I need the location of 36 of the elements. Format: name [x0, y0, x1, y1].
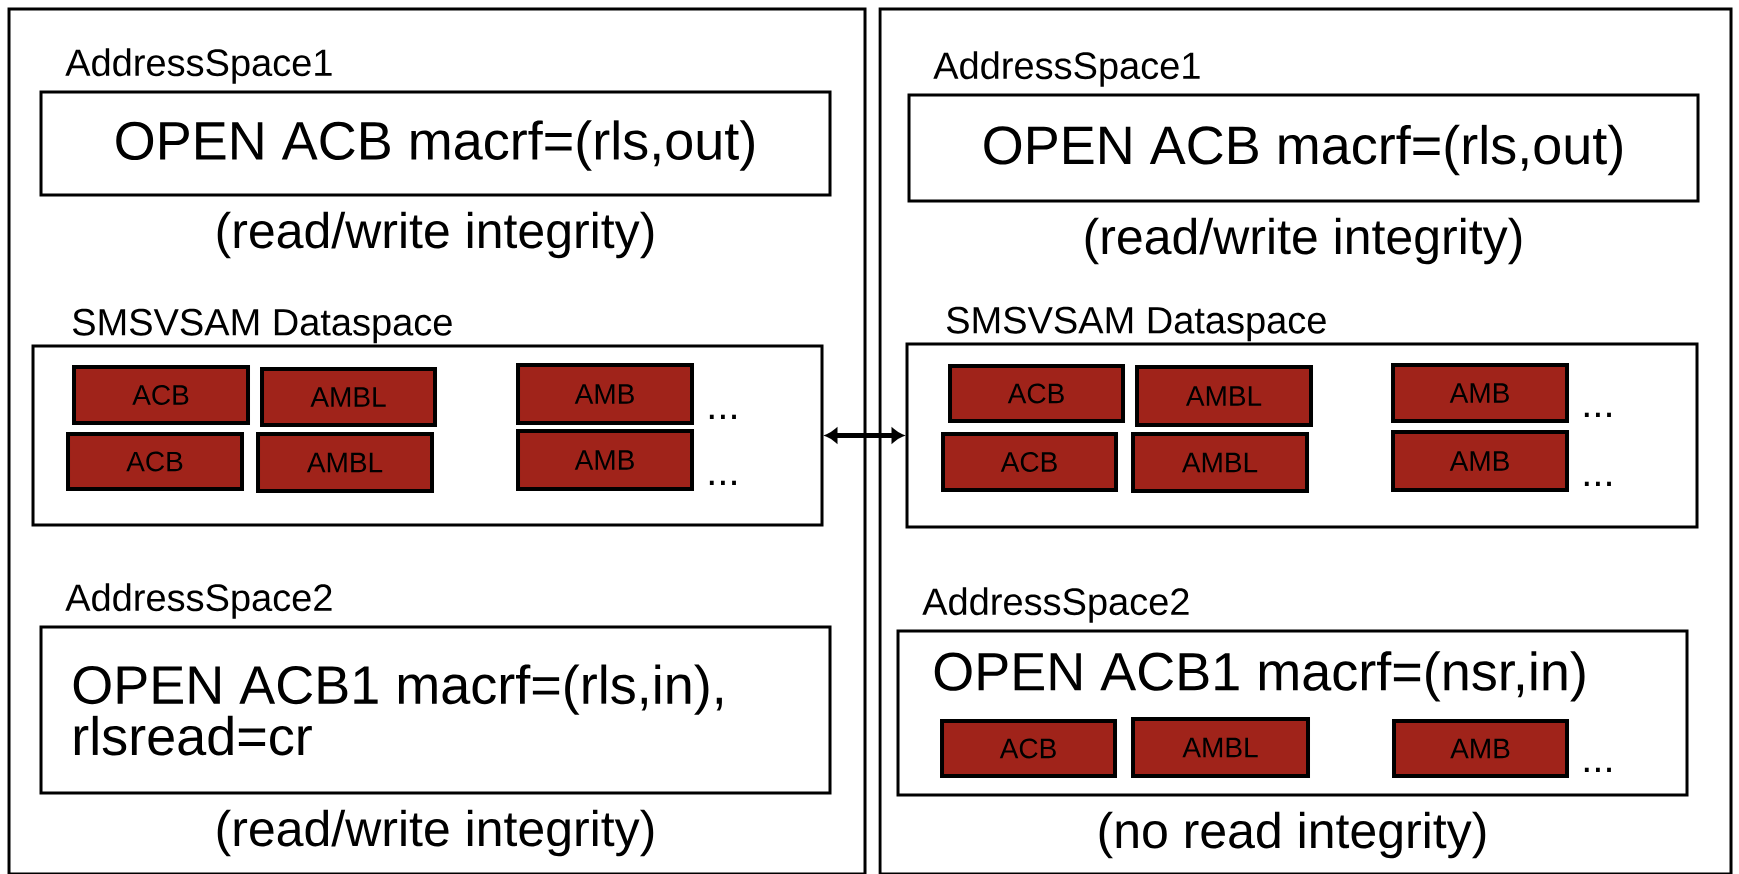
box-heading: SMSVSAM Dataspace [72, 308, 452, 344]
memory-block: AMB [516, 429, 694, 491]
ellipsis-text: ... [1584, 767, 1611, 772]
process-box: OPEN ACB1 macrf=(rls,in), rlsread=cr [39, 625, 832, 795]
memory-block: ACB [66, 432, 244, 491]
memory-block: AMBL [1131, 717, 1310, 778]
memory-block: AMBL [260, 367, 437, 427]
panel-frame [7, 7, 867, 874]
box-heading: AddressSpace1 [65, 48, 332, 84]
caption-text: (read/write integrity) [217, 809, 654, 857]
caption-text: (read/write integrity) [217, 211, 654, 259]
box-heading: AddressSpace1 [933, 51, 1200, 87]
memory-block: AMB [516, 363, 694, 425]
ellipsis-text: ... [709, 414, 736, 419]
box-heading: AddressSpace2 [922, 587, 1189, 623]
memory-block: ACB [940, 719, 1117, 778]
memory-block: ACB [72, 365, 250, 425]
process-box: OPEN ACB macrf=(rls,out) [39, 90, 832, 197]
ellipsis-text: ... [709, 480, 736, 485]
ellipsis-text: ... [1584, 412, 1611, 417]
process-box: OPEN ACB macrf=(rls,out) [907, 93, 1700, 203]
memory-block: AMBL [1131, 432, 1309, 493]
memory-block: ACB [948, 364, 1125, 423]
ellipsis-text: ... [1584, 481, 1611, 486]
caption-text: (read/write integrity) [1085, 217, 1522, 265]
memory-block: ACB [941, 432, 1118, 492]
memory-block: AMB [1391, 363, 1569, 423]
memory-block: AMBL [1135, 365, 1313, 427]
box-heading: AddressSpace2 [65, 583, 332, 619]
caption-text: (no read integrity) [1099, 811, 1486, 859]
double-arrow [825, 428, 904, 443]
memory-block: AMB [1392, 719, 1569, 778]
memory-block: AMB [1391, 430, 1569, 492]
box-heading: SMSVSAM Dataspace [946, 306, 1326, 342]
panel-frame [878, 7, 1733, 874]
memory-block: AMBL [256, 432, 434, 493]
